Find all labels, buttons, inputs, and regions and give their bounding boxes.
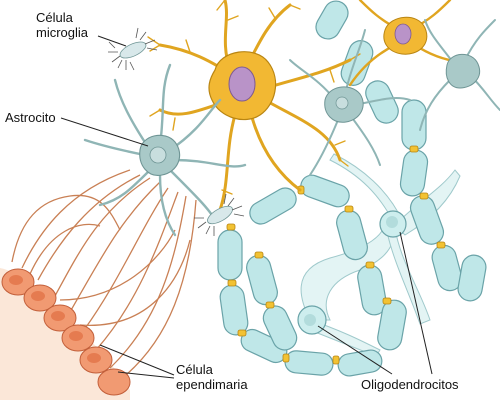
astrocyte-tertiary <box>419 19 500 131</box>
label-oligodendrocitos: Oligodendrocitos <box>361 377 459 392</box>
label-astrocito: Astrocito <box>5 110 56 125</box>
label-microglia-line1: Célula <box>36 10 73 25</box>
neuron-nucleus <box>228 66 256 102</box>
oligodendrocyte-processes <box>300 153 461 357</box>
myelin-sheaths <box>217 0 487 377</box>
label-microglia-line2: microglia <box>36 25 89 40</box>
label-ependimaria-line2: ependimaria <box>176 377 248 392</box>
astrocyte-secondary <box>289 29 411 176</box>
microglia-cell <box>108 27 245 236</box>
ranvier-nodes <box>226 145 446 365</box>
label-ependimaria: Célula ependimaria <box>176 362 248 392</box>
leader-lines <box>60 35 433 379</box>
ependymal-cells <box>1 268 131 396</box>
ependymal-fibers <box>11 169 197 381</box>
astrocyte <box>83 63 247 237</box>
oligodendrocyte-bodies <box>297 210 407 335</box>
label-ependimaria-line1: Célula <box>176 362 213 377</box>
label-microglia: Célula microglia <box>36 10 88 40</box>
